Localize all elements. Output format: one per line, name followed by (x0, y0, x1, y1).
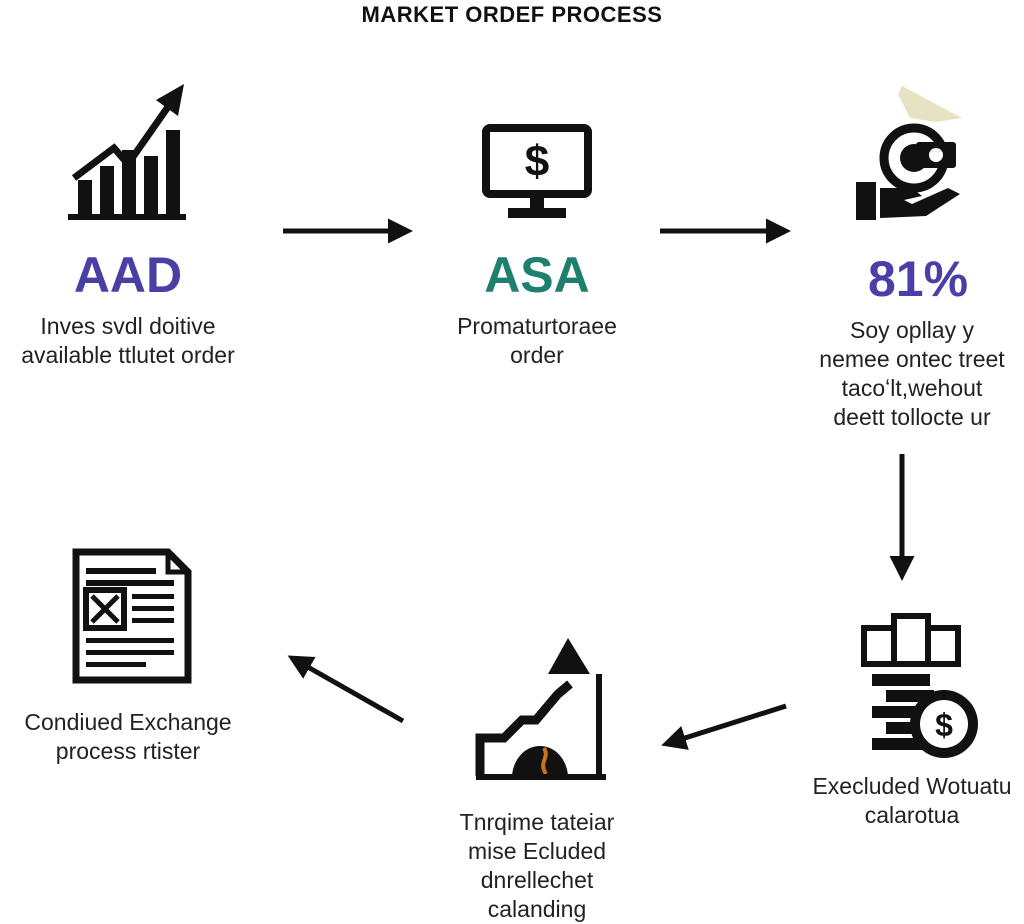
step-code-aad: AAD (73, 247, 183, 303)
caption-line: Tnrqime tateiar (459, 809, 615, 835)
graduate-money-hand-icon (856, 86, 962, 220)
caption-line: calanding (487, 896, 587, 922)
caption-line: Inves svdl doitive (40, 313, 216, 339)
growth-chart-icon (68, 84, 186, 220)
step-5-caption: Tnrqime tateiar mise Ecluded dnrellechet… (417, 808, 657, 924)
step-2-caption: Promaturtoraee order (417, 312, 657, 370)
rising-graph-icon (475, 638, 606, 780)
step-6-caption: Condiued Exchange process rtister (0, 708, 256, 766)
caption-line: deett tollocte ur (833, 404, 991, 430)
caption-line: mise Ecluded (467, 838, 607, 864)
step-3-caption: Soy opllay y nemee ontec treet tacoʻlt,w… (800, 316, 1024, 432)
caption-line: Execluded Wotuatu (812, 773, 1012, 799)
caption-line: Soy opllay y (849, 317, 974, 343)
svg-text:$: $ (525, 137, 549, 186)
dollar-monitor-icon: $ (482, 124, 592, 218)
step-code-asa: ASA (484, 247, 590, 303)
caption-line: tacoʻlt,wehout (841, 375, 983, 401)
coins-dollar-icon: $ (861, 613, 978, 758)
step-code-81-percent: 81% (867, 251, 969, 307)
caption-line: Condiued Exchange (24, 709, 232, 735)
caption-line: process rtister (55, 738, 201, 764)
caption-line: nemee ontec treet (819, 346, 1005, 372)
step-1-caption: Inves svdl doitive available ttlutet ord… (0, 312, 256, 370)
svg-text:$: $ (935, 707, 953, 743)
caption-line: calarotua (864, 802, 960, 828)
caption-line: available ttlutet order (21, 342, 235, 368)
caption-line: dnrellechet (480, 867, 594, 893)
arrow-step4-to-step5 (661, 703, 787, 750)
caption-line: order (510, 342, 564, 368)
diagram-title: MARKET ORDEF PROCESS (361, 2, 663, 27)
document-x-icon (72, 548, 192, 684)
caption-line: Promaturtoraee (457, 313, 617, 339)
step-4-caption: Execluded Wotuatu calarotua (800, 772, 1024, 830)
arrow-step5-to-step6 (287, 655, 405, 724)
